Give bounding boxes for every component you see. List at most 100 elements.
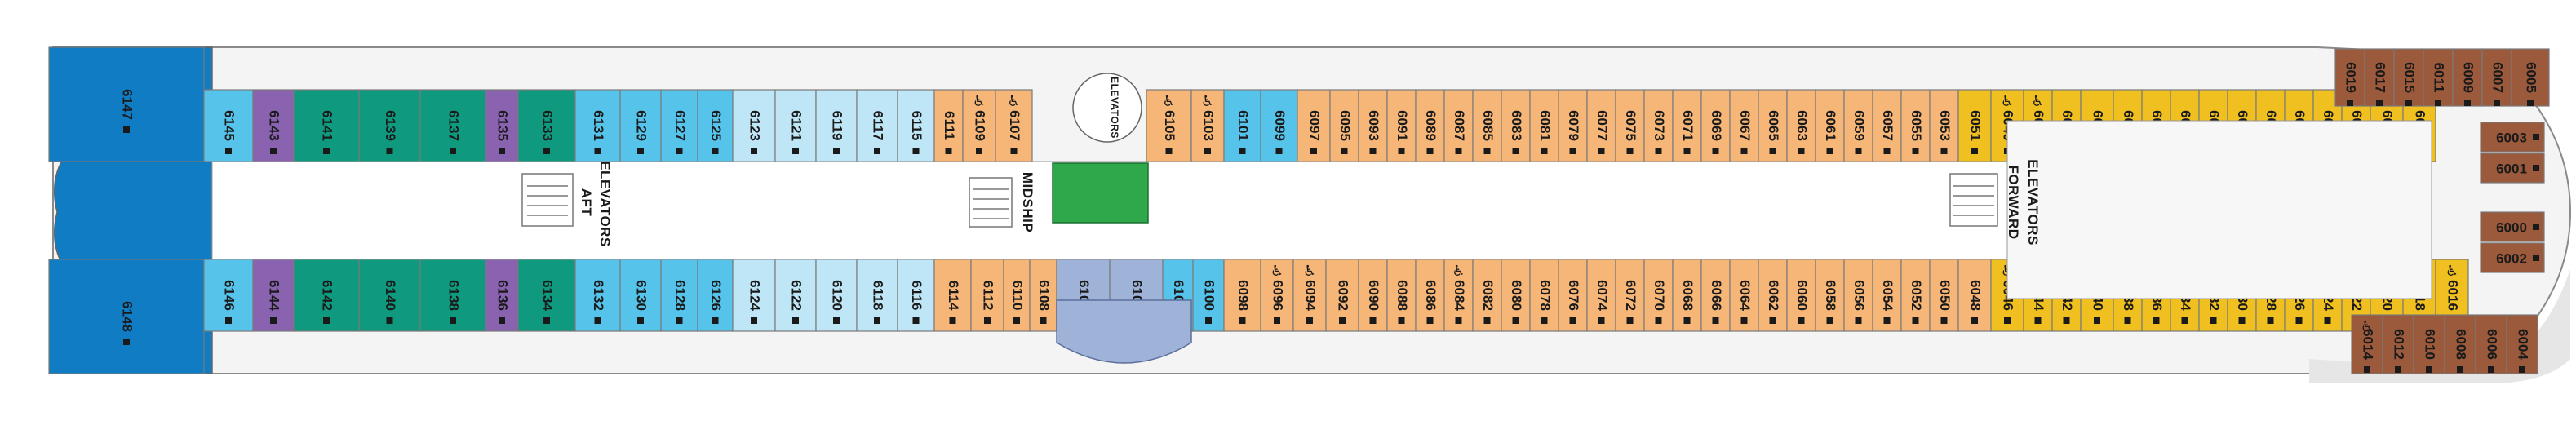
cabin-6130[interactable]: 6130 (619, 259, 662, 332)
cabin-6085[interactable]: 6085 (1472, 89, 1502, 162)
cabin-6148[interactable]: 6148 (48, 259, 205, 374)
cabin-6017[interactable]: 6017 (2364, 48, 2395, 107)
cabin-6126[interactable]: 6126 (697, 259, 734, 332)
cabin-6000[interactable]: 6000 (2480, 211, 2545, 242)
cabin-6080[interactable]: 6080 (1501, 259, 1531, 332)
cabin-6082[interactable]: 6082 (1472, 259, 1502, 332)
cabin-6115[interactable]: 6115 (897, 89, 935, 162)
cabin-6008[interactable]: 6008 (2444, 314, 2476, 374)
cabin-6098[interactable]: 6098 (1223, 259, 1261, 332)
cabin-6070[interactable]: 6070 (1643, 259, 1674, 332)
cabin-6004[interactable]: 6004 (2506, 314, 2538, 374)
cabin-6081[interactable]: 6081 (1529, 89, 1559, 162)
cabin-6062[interactable]: 6062 (1758, 259, 1788, 332)
cabin-6124[interactable]: 6124 (732, 259, 776, 332)
cabin-6100[interactable]: 6100 (1192, 259, 1225, 332)
cabin-6135[interactable]: 6135 (485, 89, 519, 162)
cabin-6131[interactable]: 6131 (574, 89, 621, 162)
cabin-6105[interactable]: 6105♿ (1146, 89, 1192, 162)
cabin-6077[interactable]: 6077 (1586, 89, 1616, 162)
cabin-6114[interactable]: 6114 (933, 259, 972, 332)
cabin-6003[interactable]: 6003 (2480, 122, 2545, 153)
cabin-6093[interactable]: 6093 (1358, 89, 1388, 162)
cabin-6138[interactable]: 6138 (419, 259, 486, 332)
cabin-6060[interactable]: 6060 (1786, 259, 1816, 332)
cabin-6109[interactable]: 6109♿ (962, 89, 996, 162)
cabin-6140[interactable]: 6140 (358, 259, 421, 332)
cabin-6073[interactable]: 6073 (1643, 89, 1674, 162)
cabin-6014[interactable]: 6014♿ (2351, 314, 2383, 374)
cabin-6064[interactable]: 6064 (1729, 259, 1759, 332)
cabin-6010[interactable]: 6010 (2413, 314, 2445, 374)
cabin-6096[interactable]: 6096♿ (1260, 259, 1294, 332)
cabin-6056[interactable]: 6056 (1843, 259, 1873, 332)
cabin-6067[interactable]: 6067 (1729, 89, 1759, 162)
cabin-6097[interactable]: 6097 (1297, 89, 1331, 162)
cabin-6134[interactable]: 6134 (517, 259, 576, 332)
cabin-6009[interactable]: 6009 (2452, 48, 2483, 107)
cabin-6095[interactable]: 6095 (1329, 89, 1359, 162)
cabin-6011[interactable]: 6011 (2423, 48, 2454, 107)
cabin-6015[interactable]: 6015 (2393, 48, 2424, 107)
cabin-6006[interactable]: 6006 (2475, 314, 2507, 374)
cabin-6142[interactable]: 6142 (293, 259, 360, 332)
cabin-6111[interactable]: 6111 (933, 89, 964, 162)
cabin-6069[interactable]: 6069 (1700, 89, 1731, 162)
cabin-6137[interactable]: 6137 (419, 89, 486, 162)
cabin-6019[interactable]: 6019 (2334, 48, 2365, 107)
cabin-6118[interactable]: 6118 (856, 259, 898, 332)
cabin-6143[interactable]: 6143 (252, 89, 295, 162)
cabin-6065[interactable]: 6065 (1758, 89, 1788, 162)
cabin-6066[interactable]: 6066 (1700, 259, 1731, 332)
cabin-6116[interactable]: 6116 (897, 259, 935, 332)
cabin-6001[interactable]: 6001 (2480, 153, 2545, 184)
cabin-6141[interactable]: 6141 (293, 89, 360, 162)
cabin-6007[interactable]: 6007 (2481, 48, 2512, 107)
cabin-6144[interactable]: 6144 (252, 259, 295, 332)
cabin-6091[interactable]: 6091 (1386, 89, 1417, 162)
cabin-6117[interactable]: 6117 (856, 89, 898, 162)
cabin-6087[interactable]: 6087 (1443, 89, 1474, 162)
cabin-6072[interactable]: 6072 (1615, 259, 1645, 332)
cabin-6074[interactable]: 6074 (1586, 259, 1616, 332)
cabin-6122[interactable]: 6122 (774, 259, 817, 332)
cabin-6101[interactable]: 6101 (1223, 89, 1261, 162)
cabin-6094[interactable]: 6094♿ (1292, 259, 1327, 332)
cabin-6079[interactable]: 6079 (1558, 89, 1588, 162)
cabin-6078[interactable]: 6078 (1529, 259, 1559, 332)
cabin-6121[interactable]: 6121 (774, 89, 817, 162)
cabin-6051[interactable]: 6051 (1957, 89, 1992, 162)
cabin-6119[interactable]: 6119 (815, 89, 858, 162)
cabin-6136[interactable]: 6136 (485, 259, 519, 332)
cabin-6146[interactable]: 6146 (203, 259, 254, 332)
cabin-6050[interactable]: 6050 (1929, 259, 1959, 332)
cabin-6127[interactable]: 6127 (660, 89, 698, 162)
cabin-6107[interactable]: 6107♿ (995, 89, 1033, 162)
cabin-6110[interactable]: 6110 (1003, 259, 1031, 332)
cabin-6103[interactable]: 6103♿ (1190, 89, 1225, 162)
cabin-6092[interactable]: 6092 (1325, 259, 1359, 332)
cabin-6099[interactable]: 6099 (1260, 89, 1298, 162)
cabin-6055[interactable]: 6055 (1900, 89, 1931, 162)
cabin-6058[interactable]: 6058 (1815, 259, 1845, 332)
cabin-6054[interactable]: 6054 (1872, 259, 1902, 332)
cabin-6075[interactable]: 6075 (1615, 89, 1645, 162)
cabin-6108[interactable]: 6108 (1029, 259, 1057, 332)
cabin-6090[interactable]: 6090 (1358, 259, 1388, 332)
cabin-6139[interactable]: 6139 (358, 89, 421, 162)
cabin-6002[interactable]: 6002 (2480, 242, 2545, 273)
cabin-6132[interactable]: 6132 (574, 259, 621, 332)
cabin-6057[interactable]: 6057 (1872, 89, 1902, 162)
cabin-6089[interactable]: 6089 (1415, 89, 1445, 162)
cabin-6012[interactable]: 6012 (2382, 314, 2414, 374)
cabin-6052[interactable]: 6052 (1900, 259, 1931, 332)
cabin-6068[interactable]: 6068 (1672, 259, 1702, 332)
cabin-6084[interactable]: 6084♿ (1443, 259, 1474, 332)
cabin-6071[interactable]: 6071 (1672, 89, 1702, 162)
cabin-6125[interactable]: 6125 (697, 89, 734, 162)
cabin-6120[interactable]: 6120 (815, 259, 858, 332)
cabin-6133[interactable]: 6133 (517, 89, 576, 162)
cabin-6086[interactable]: 6086 (1415, 259, 1445, 332)
cabin-6145[interactable]: 6145 (203, 89, 254, 162)
cabin-6048[interactable]: 6048 (1957, 259, 1992, 332)
